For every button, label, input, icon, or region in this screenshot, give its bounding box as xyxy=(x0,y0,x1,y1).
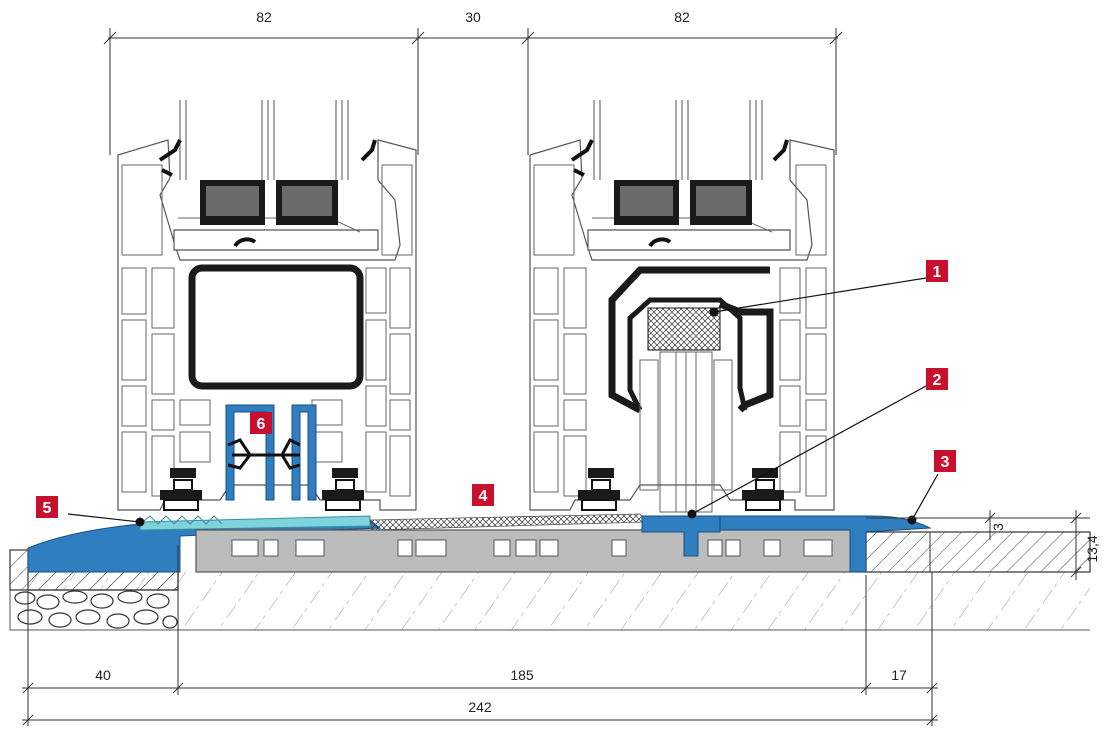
callout-label: 3 xyxy=(941,454,950,471)
dim-top-middle: 30 xyxy=(465,9,481,25)
bottom-dimension-lines xyxy=(22,545,938,726)
callout-label: 6 xyxy=(257,416,266,433)
dim-small-step: 3 xyxy=(990,523,1006,531)
side-dimension-lines xyxy=(866,510,1090,580)
dim-bottom-middle: 185 xyxy=(510,667,534,683)
callout-badge-2: 2 xyxy=(926,368,948,390)
left-sash xyxy=(117,100,417,511)
right-sash xyxy=(529,100,835,513)
dim-bottom-right: 17 xyxy=(891,667,907,683)
steel-reinforcement xyxy=(188,264,364,390)
roller xyxy=(160,468,202,511)
roller xyxy=(578,468,620,511)
callout-badge-6: 6 xyxy=(250,412,272,434)
dim-side-height: 13,4 xyxy=(1084,535,1100,562)
callout-label: 1 xyxy=(933,264,942,281)
callout-label: 5 xyxy=(43,500,52,517)
callout-badge-5: 5 xyxy=(36,496,58,518)
dim-bottom-left: 40 xyxy=(95,667,111,683)
insulation-block xyxy=(647,307,721,351)
callout-badge-4: 4 xyxy=(472,484,494,506)
dim-top-left: 82 xyxy=(256,9,272,25)
dim-bottom-total: 242 xyxy=(468,699,492,715)
gravel-fill xyxy=(14,590,178,629)
roller xyxy=(322,468,364,511)
callout-badge-1: 1 xyxy=(926,260,948,282)
callout-label: 2 xyxy=(933,372,942,389)
dim-top-right: 82 xyxy=(674,9,690,25)
callout-label: 4 xyxy=(479,488,488,505)
threshold-profile xyxy=(27,513,932,573)
top-dimension-lines xyxy=(103,28,843,155)
leader-lines xyxy=(67,277,939,523)
roller xyxy=(742,468,784,511)
callout-badge-3: 3 xyxy=(934,450,956,472)
